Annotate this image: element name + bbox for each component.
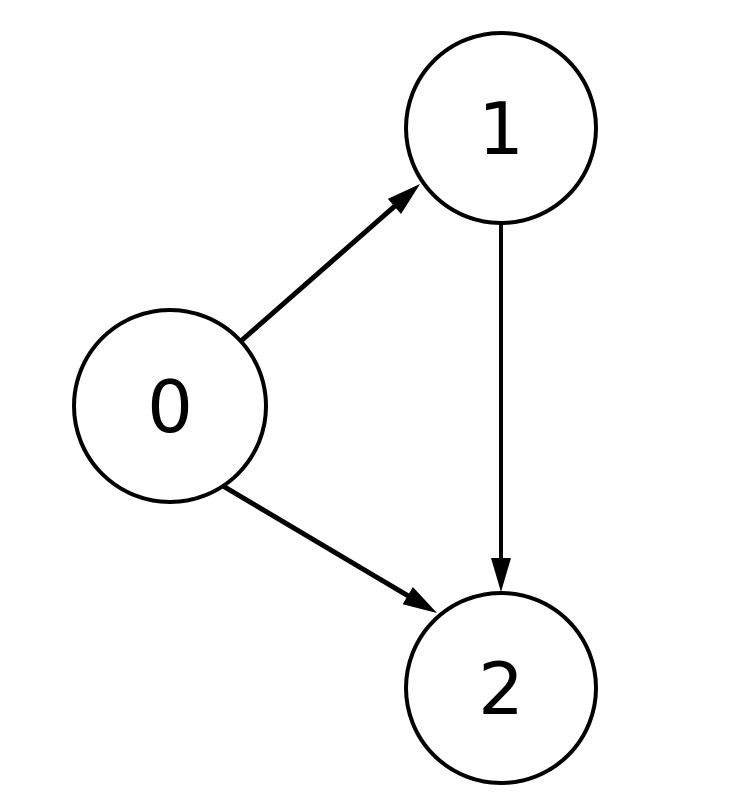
arrowhead-icon bbox=[387, 184, 420, 214]
graph-node-1[interactable]: 1 bbox=[404, 31, 598, 225]
edge-line bbox=[239, 202, 399, 343]
edges-layer bbox=[221, 184, 511, 613]
node-label: 1 bbox=[478, 87, 524, 171]
nodes-layer: 0 1 2 bbox=[72, 31, 598, 785]
edge-1-to-2 bbox=[491, 223, 511, 592]
graph-node-0[interactable]: 0 bbox=[72, 308, 268, 504]
node-circle[interactable] bbox=[404, 591, 598, 785]
arrowhead-icon bbox=[402, 587, 437, 613]
node-circle[interactable] bbox=[72, 308, 268, 504]
edge-0-to-2 bbox=[221, 483, 437, 613]
node-label: 0 bbox=[147, 365, 193, 449]
arrowhead-icon bbox=[491, 558, 511, 592]
edge-0-to-1 bbox=[239, 184, 420, 343]
graph-node-2[interactable]: 2 bbox=[404, 591, 598, 785]
edge-line bbox=[221, 483, 412, 600]
node-label: 2 bbox=[478, 647, 524, 731]
node-circle[interactable] bbox=[404, 31, 598, 225]
